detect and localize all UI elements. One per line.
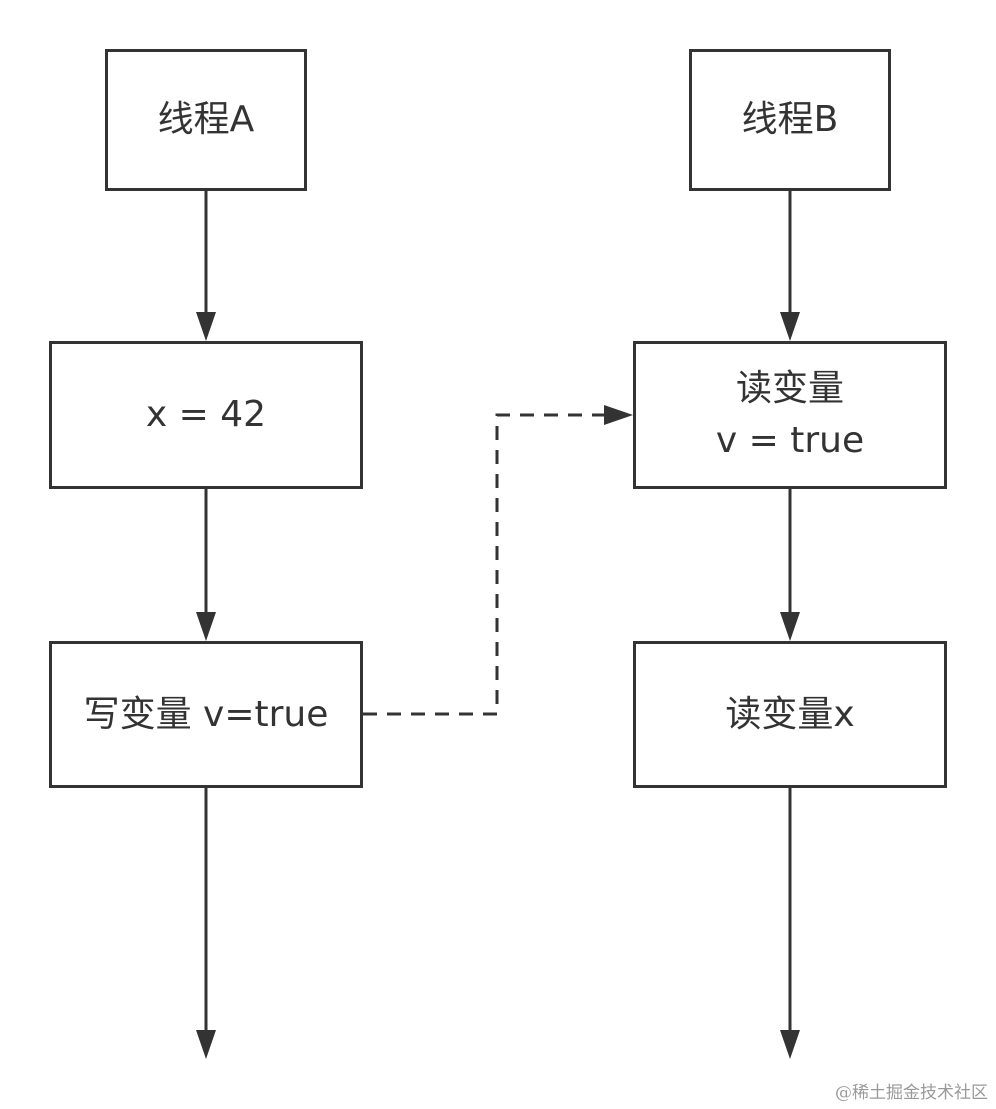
read-v-node: 读变量 v = true — [633, 341, 947, 489]
assign-x-node: x = 42 — [49, 341, 363, 489]
read-v-label-line1: 读变量 — [735, 368, 844, 409]
arrowhead-a-end — [196, 1030, 216, 1059]
thread-b-label: 线程B — [741, 99, 839, 140]
edge-happens-before-dashed — [363, 413, 606, 716]
arrowhead-dashed — [604, 405, 633, 425]
arrowhead-write-v — [196, 612, 216, 641]
assign-x-label: x = 42 — [145, 394, 267, 435]
arrowhead-read-v — [780, 312, 800, 341]
thread-a-label: 线程A — [157, 99, 255, 140]
read-v-label-line2: v = true — [715, 420, 865, 461]
read-x-node: 读变量x — [633, 641, 947, 788]
arrowhead-x42 — [196, 312, 216, 341]
read-x-label: 读变量x — [725, 693, 855, 735]
watermark: @稀土掘金技术社区 — [835, 1083, 988, 1103]
write-v-label: 写变量 v=true — [83, 693, 329, 735]
arrowhead-read-x — [780, 612, 800, 641]
thread-b-node: 线程B — [689, 49, 891, 191]
write-v-node: 写变量 v=true — [49, 641, 363, 788]
thread-a-node: 线程A — [105, 49, 307, 191]
arrowhead-b-end — [780, 1030, 800, 1059]
